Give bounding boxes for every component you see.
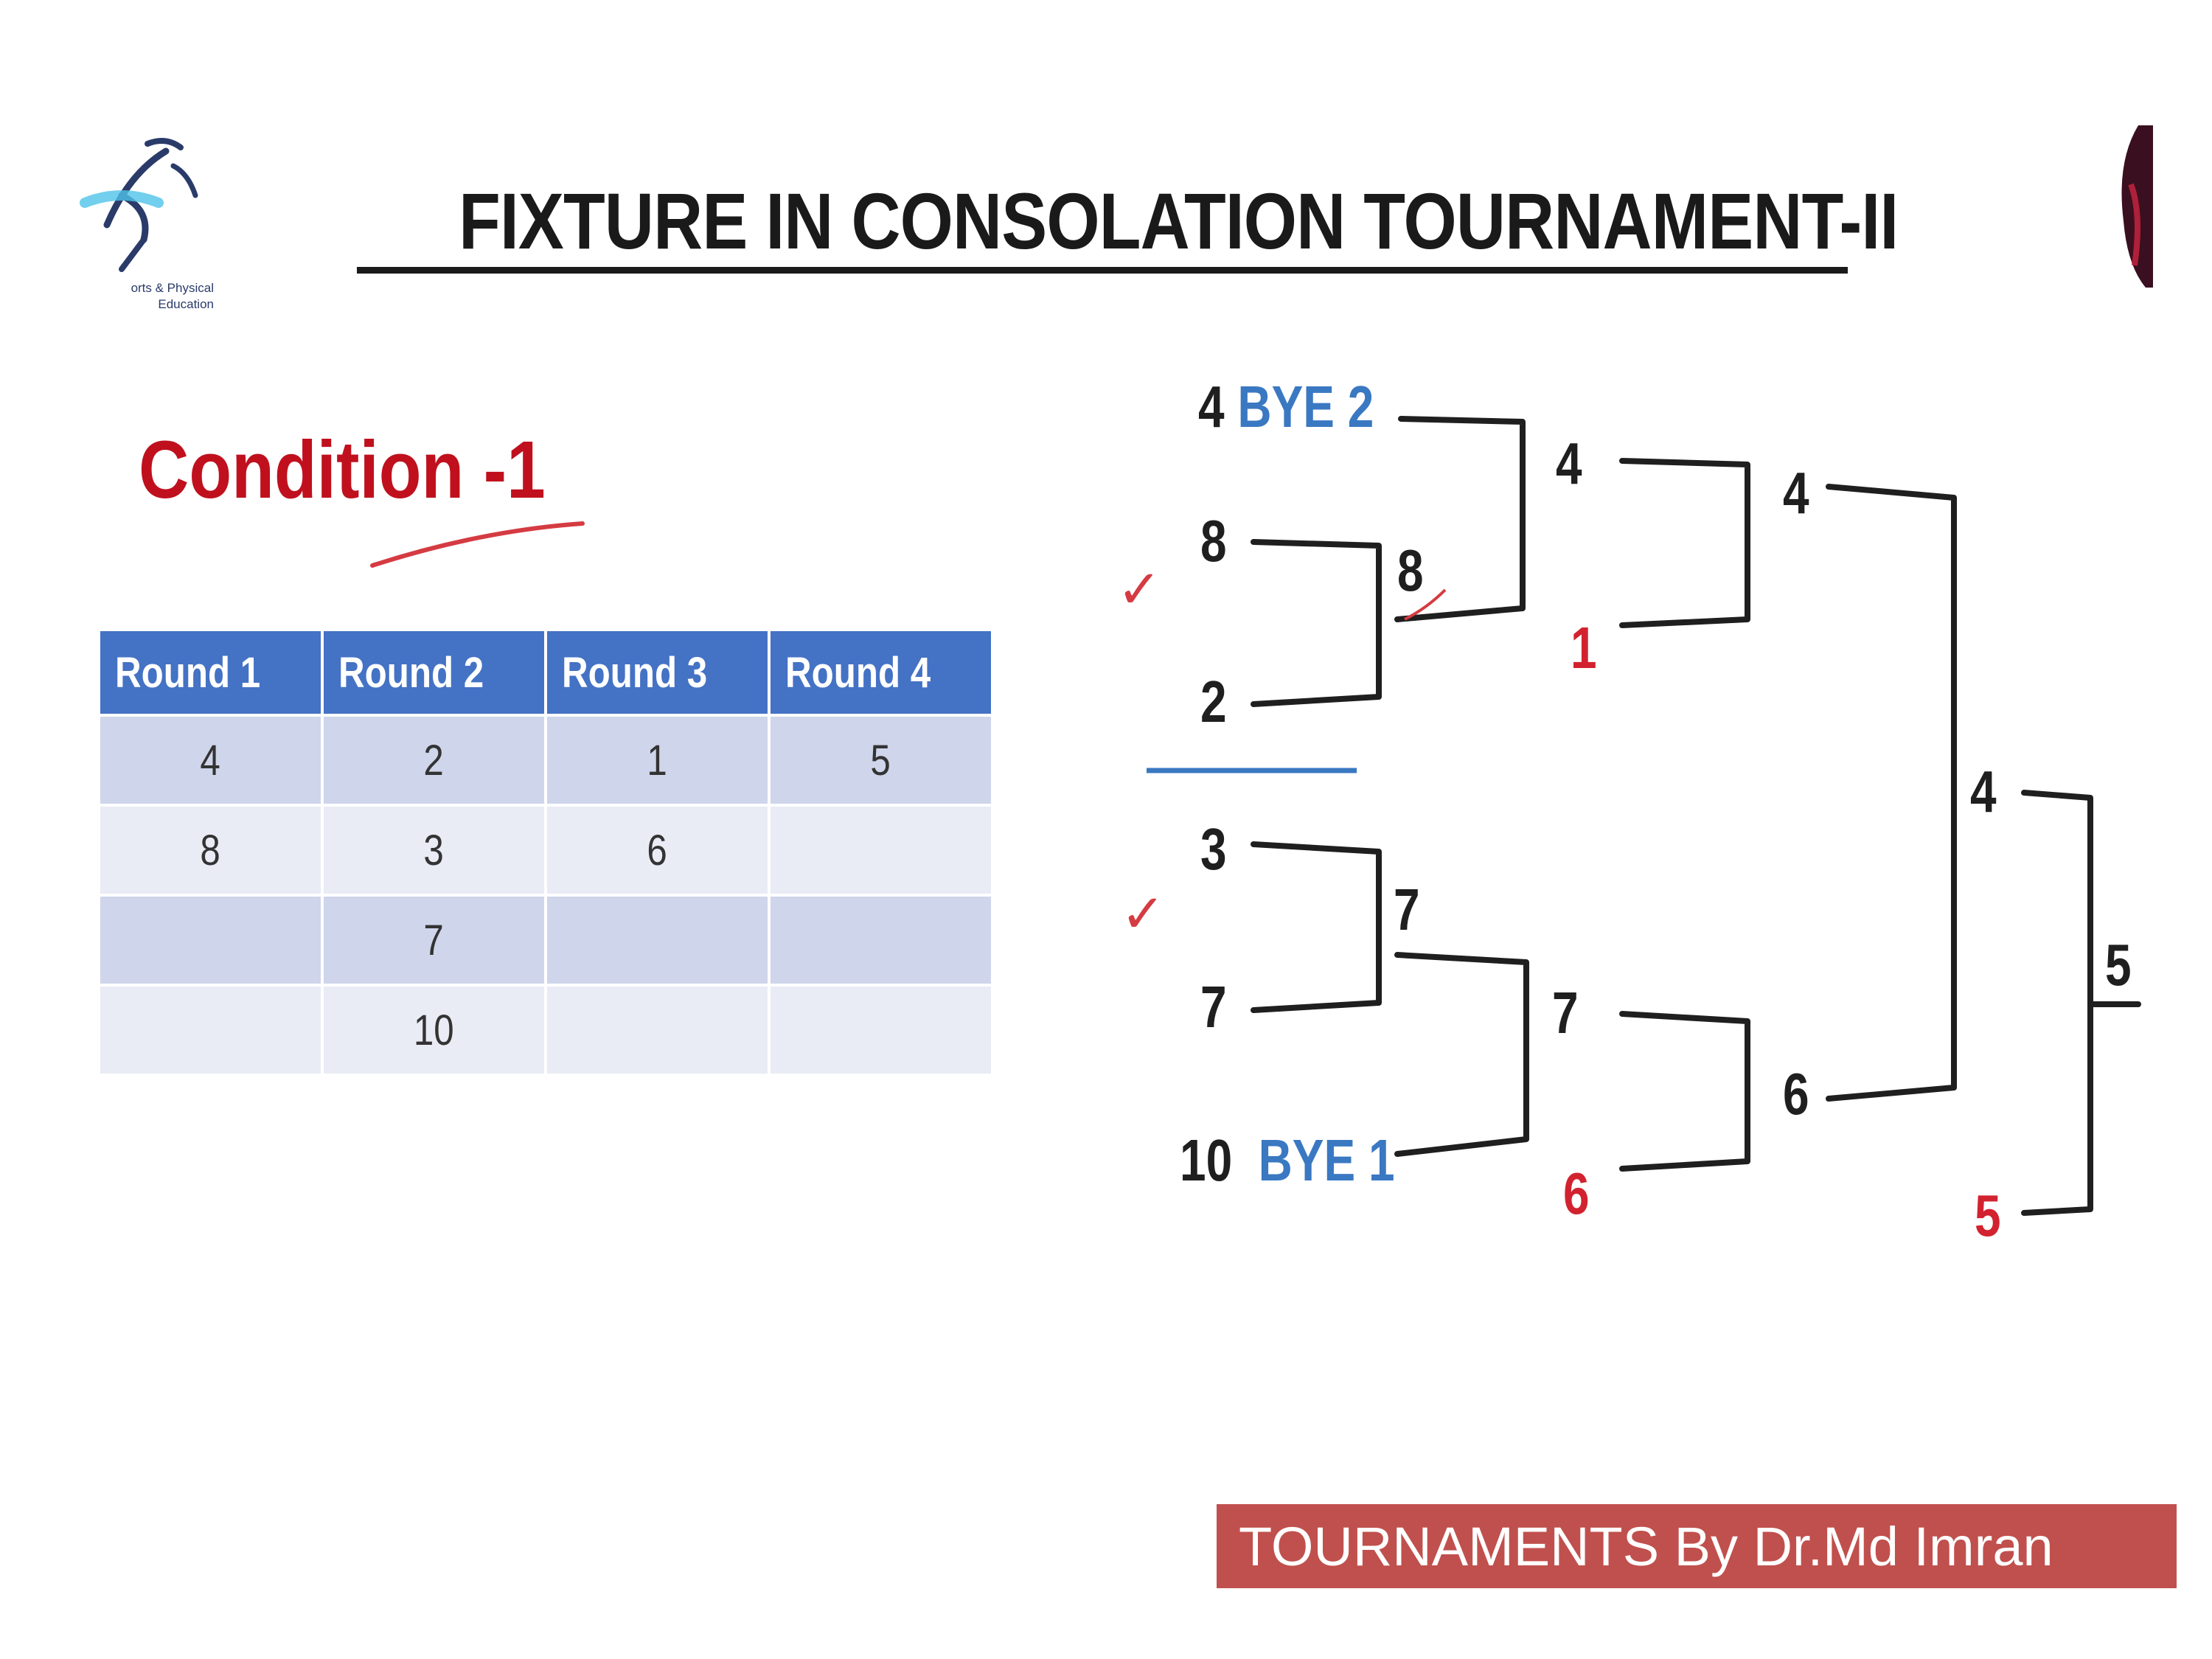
bracket-match-4-8 bbox=[1394, 416, 1526, 622]
table-header-cell: Round 3 bbox=[544, 628, 771, 717]
condition-heading: Condition -1 bbox=[139, 425, 546, 515]
team-number: 10 bbox=[1180, 1127, 1233, 1193]
bracket-match-4-5 bbox=[2021, 790, 2093, 1216]
bracket-match-7-10 bbox=[1394, 952, 1529, 1157]
bracket-r2-7: 7 bbox=[1552, 980, 1579, 1046]
sports-logo: orts & Physical Education bbox=[77, 129, 214, 335]
runner-icon bbox=[80, 138, 198, 272]
logo-caption: orts & Physical Education bbox=[77, 280, 214, 313]
table-cell: 7 bbox=[321, 894, 547, 987]
table-header-row: Round 1 Round 2 Round 3 Round 4 bbox=[97, 628, 994, 717]
footer-banner: TOURNAMENTS By Dr.Md Imran bbox=[1217, 1504, 2177, 1588]
figure-icon bbox=[2121, 125, 2153, 288]
table-row: 7 bbox=[97, 894, 994, 987]
table-cell: 3 bbox=[321, 804, 547, 897]
bracket-entry-2: 2 bbox=[1200, 669, 1227, 734]
bye-label: BYE 2 bbox=[1237, 374, 1374, 439]
table-cell: 6 bbox=[544, 804, 771, 897]
bracket-match-4-6 bbox=[1826, 484, 1957, 1102]
bracket-entry-3: 3 bbox=[1200, 816, 1227, 882]
bracket-r4-5: 5 bbox=[1975, 1183, 2001, 1248]
table-cell bbox=[97, 894, 324, 987]
table-header-cell: Round 1 bbox=[97, 628, 324, 717]
bracket-entry-4-bye2: 4 BYE 2 bbox=[1198, 375, 1374, 439]
table-cell bbox=[544, 894, 771, 987]
tick-mark-icon bbox=[1404, 588, 1447, 621]
bracket-winner-7: 7 bbox=[1394, 877, 1420, 942]
table-cell: 1 bbox=[544, 714, 771, 807]
table-cell bbox=[768, 984, 994, 1077]
fixture-table: Round 1 Round 2 Round 3 Round 4 4 2 1 5 … bbox=[97, 628, 994, 1077]
bracket-match-3-7 bbox=[1251, 841, 1382, 1013]
check-mark-icon: ✓ bbox=[1117, 560, 1162, 619]
bye-label: BYE 1 bbox=[1258, 1127, 1395, 1193]
bracket-r3-4: 4 bbox=[1783, 460, 1809, 526]
table-row: 10 bbox=[97, 984, 994, 1077]
bracket-entry-7: 7 bbox=[1200, 974, 1227, 1040]
page-title: FIXTURE IN CONSOLATION TOURNAMENT-II bbox=[459, 176, 1899, 265]
table-cell: 4 bbox=[97, 714, 324, 807]
table-cell bbox=[97, 984, 324, 1077]
check-mark-icon: ✓ bbox=[1121, 885, 1166, 944]
bracket-entry-8: 8 bbox=[1200, 508, 1227, 574]
table-header-cell: Round 4 bbox=[768, 628, 994, 717]
bracket-final-winner: 5 bbox=[2105, 933, 2132, 998]
logo-caption-line1: orts & Physical bbox=[131, 281, 214, 295]
bracket-r2-6: 6 bbox=[1563, 1161, 1590, 1226]
table-cell: 8 bbox=[97, 804, 324, 897]
table-row: 4 2 1 5 bbox=[97, 714, 994, 807]
table-cell bbox=[768, 804, 994, 897]
table-header-cell: Round 2 bbox=[321, 628, 547, 717]
footer-text: TOURNAMENTS By Dr.Md Imran bbox=[1239, 1516, 2053, 1577]
bracket-r3-6: 6 bbox=[1783, 1061, 1809, 1127]
final-winner-clip: 5 bbox=[2105, 933, 2138, 1006]
logo-caption-line2: Education bbox=[158, 297, 214, 311]
table-cell bbox=[544, 984, 771, 1077]
bracket-match-7-6 bbox=[1619, 1011, 1750, 1172]
bracket-r2-1: 1 bbox=[1571, 615, 1597, 681]
bracket-r4-4: 4 bbox=[1970, 759, 1997, 824]
right-logo bbox=[2109, 118, 2153, 295]
table-cell bbox=[768, 894, 994, 987]
team-number: 4 bbox=[1198, 374, 1225, 439]
bracket-match-4-1 bbox=[1619, 458, 1750, 628]
bracket-winner-8: 8 bbox=[1397, 538, 1424, 603]
bracket-match-8-2 bbox=[1251, 539, 1382, 707]
title-underline bbox=[357, 267, 1848, 274]
table-row: 8 3 6 bbox=[97, 804, 994, 897]
bracket-entry-10-bye1: 10 BYE 1 bbox=[1180, 1128, 1395, 1193]
table-cell: 5 bbox=[768, 714, 994, 807]
underline-swoosh-icon bbox=[370, 521, 585, 568]
bracket-r2-4: 4 bbox=[1556, 431, 1582, 496]
table-cell: 2 bbox=[321, 714, 547, 807]
table-cell: 10 bbox=[321, 984, 547, 1077]
